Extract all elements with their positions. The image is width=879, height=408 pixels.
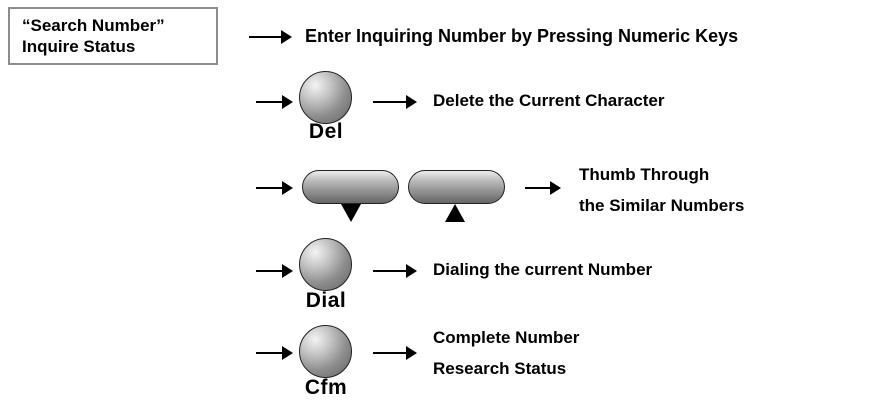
arrow-del-out bbox=[373, 95, 417, 109]
cfm-key-button[interactable] bbox=[299, 325, 352, 378]
down-arrow-icon bbox=[341, 204, 361, 222]
del-key-label: Del bbox=[308, 120, 344, 143]
del-description: Delete the Current Character bbox=[433, 91, 665, 110]
cfm-key-label: Cfm bbox=[304, 376, 348, 399]
dial-description: Dialing the current Number bbox=[433, 260, 653, 279]
state-box-subtitle: Inquire Status bbox=[22, 37, 136, 56]
dial-key-label: Dial bbox=[305, 289, 347, 312]
down-key-button[interactable] bbox=[302, 170, 399, 204]
state-box-title: “Search Number” bbox=[22, 16, 165, 35]
state-box-search-number: “Search Number” Inquire Status bbox=[8, 7, 218, 65]
arrow-cfm-out bbox=[373, 346, 417, 360]
del-key-button[interactable] bbox=[299, 71, 352, 124]
enter-number-text: Enter Inquiring Number by Pressing Numer… bbox=[305, 26, 739, 46]
arrow-thumb-in bbox=[256, 181, 293, 195]
up-arrow-icon bbox=[445, 204, 465, 222]
arrow-cfm-in bbox=[256, 346, 293, 360]
arrow-dial-out bbox=[373, 264, 417, 278]
thumb-description-line1: Thumb Through bbox=[579, 165, 710, 184]
arrow-enter-in bbox=[249, 30, 292, 44]
arrow-del-in bbox=[256, 95, 293, 109]
thumb-description-line2: the Similar Numbers bbox=[579, 196, 745, 215]
arrow-thumb-out bbox=[525, 181, 561, 195]
cfm-description-line2: Research Status bbox=[433, 359, 567, 378]
arrow-dial-in bbox=[256, 264, 293, 278]
up-key-button[interactable] bbox=[408, 170, 505, 204]
cfm-description-line1: Complete Number bbox=[433, 328, 580, 347]
dial-key-button[interactable] bbox=[299, 238, 352, 291]
